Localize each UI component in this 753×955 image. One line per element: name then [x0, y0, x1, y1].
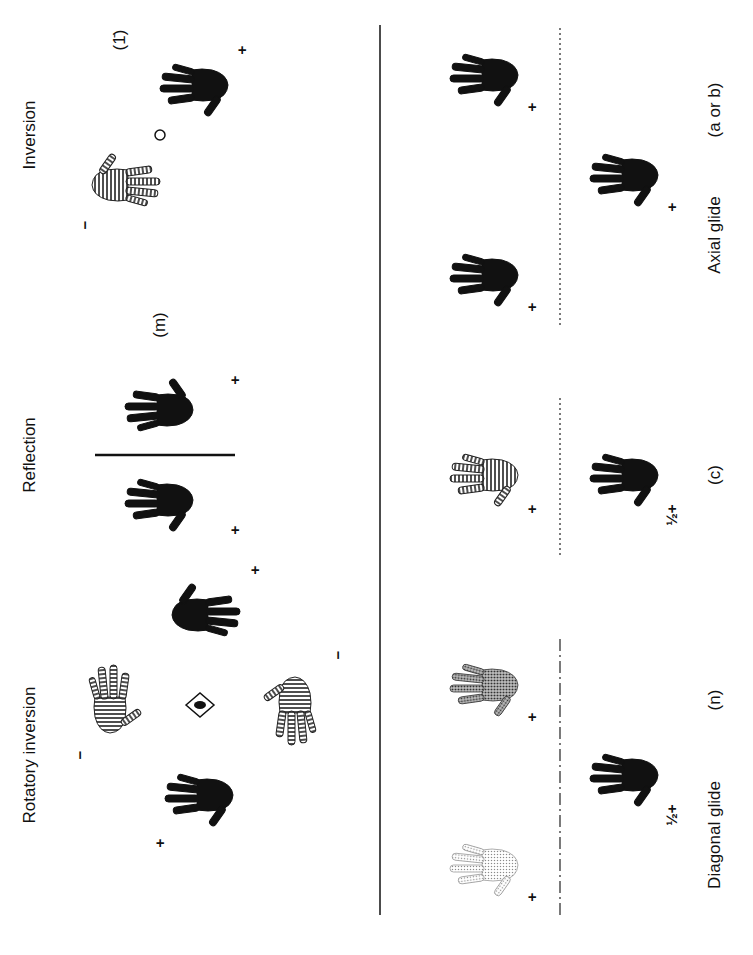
hand-dotted: [450, 844, 518, 897]
glide-plane-line: [559, 25, 560, 325]
hand-grey: [450, 664, 518, 717]
inversion-centre: [155, 130, 165, 140]
sign-label: +: [664, 203, 681, 212]
mirror-line: [95, 454, 235, 457]
sign-label: +: [524, 713, 541, 722]
fourfold-inversion-symbol: [186, 693, 214, 717]
sign-label: ½+: [664, 504, 681, 525]
hand-right: [172, 583, 240, 636]
hand-right: [450, 254, 518, 307]
operation-title: Axial glide: [706, 196, 725, 274]
hand-right: [125, 378, 193, 431]
sign-label: +: [524, 303, 541, 312]
hand-right: [590, 154, 658, 207]
operation-title: Diagonal glide: [706, 781, 725, 889]
sign-label: −: [77, 221, 94, 230]
sign-label: +: [524, 893, 541, 902]
sign-label: −: [330, 651, 347, 660]
symbol-label: (n): [706, 690, 725, 711]
symbol-label: (m): [151, 312, 170, 337]
sign-label: −: [72, 751, 89, 760]
hand-right: [450, 54, 518, 107]
fourfold-inversion-symbol: [194, 701, 206, 709]
symbol-label: (a or b): [706, 83, 725, 138]
sign-label: +: [227, 376, 244, 385]
hand-left: [92, 153, 160, 206]
divider-line: [379, 25, 381, 915]
sign-label: ½+: [664, 804, 681, 825]
operation-title: Inversion: [21, 101, 40, 170]
sign-label: +: [524, 103, 541, 112]
sign-label: +: [247, 566, 264, 575]
glide-plane-line: [559, 635, 560, 915]
hand-right: [590, 454, 658, 507]
hand-left: [263, 677, 316, 745]
hand-right: [590, 754, 658, 807]
hand-right: [165, 774, 233, 827]
sign-label: +: [234, 46, 251, 55]
sign-label: +: [152, 839, 169, 848]
sign-label: +: [227, 526, 244, 535]
operation-title: Reflection: [21, 417, 40, 493]
symbol-label: (1̄): [111, 30, 130, 51]
operation-title: Rotatory inversion: [21, 686, 40, 823]
hand-left: [89, 665, 142, 733]
symbol-label: (c): [706, 465, 725, 485]
sign-label: +: [524, 505, 541, 514]
glide-plane-line: [559, 395, 560, 555]
hand-hatched: [450, 454, 518, 507]
hand-right: [125, 479, 193, 532]
hand-right: [160, 64, 228, 117]
